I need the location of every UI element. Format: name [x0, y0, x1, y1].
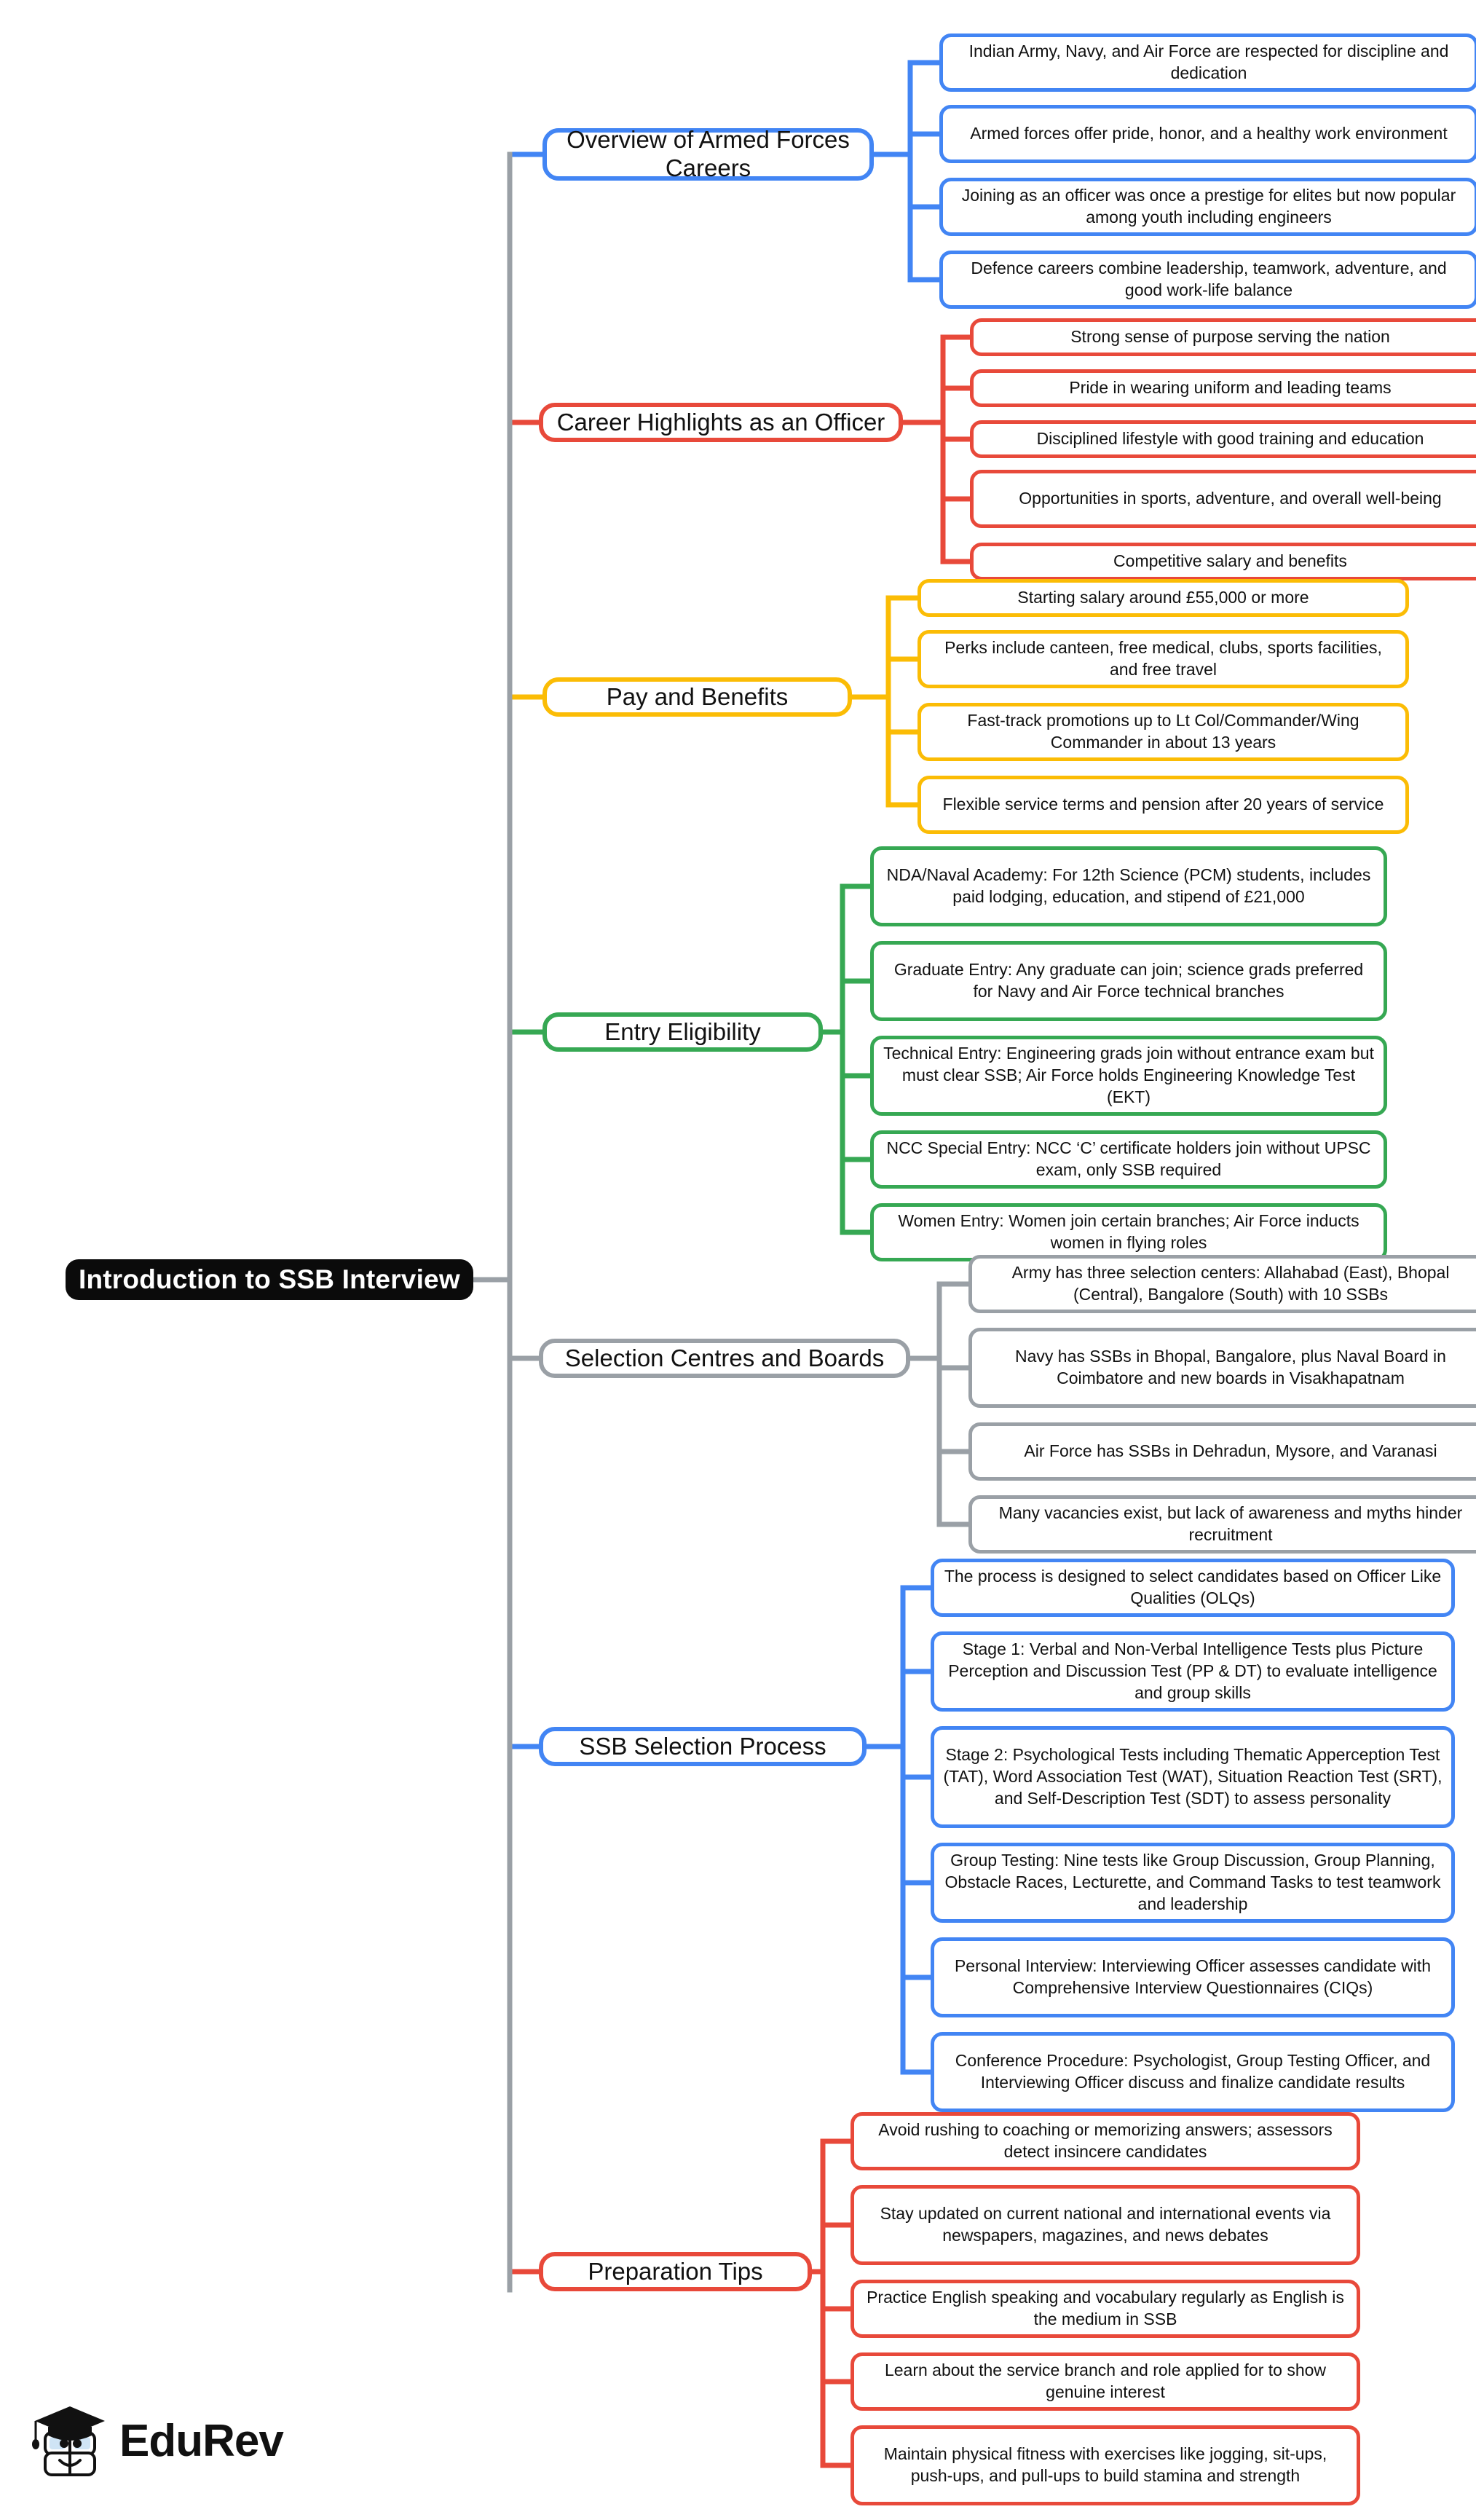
leaf-node[interactable]: Disciplined lifestyle with good training…: [970, 420, 1476, 458]
leaf-node[interactable]: Many vacancies exist, but lack of awaren…: [968, 1495, 1476, 1554]
leaf-node[interactable]: Group Testing: Nine tests like Group Dis…: [931, 1843, 1455, 1923]
leaf-node[interactable]: Armed forces offer pride, honor, and a h…: [939, 105, 1476, 163]
graduation-cap-book-mascot-icon: [32, 2406, 105, 2476]
leaf-node[interactable]: Pride in wearing uniform and leading tea…: [970, 369, 1476, 407]
leaf-node[interactable]: Stay updated on current national and int…: [851, 2185, 1360, 2265]
leaf-node[interactable]: Competitive salary and benefits: [970, 543, 1476, 580]
leaf-node[interactable]: Graduate Entry: Any graduate can join; s…: [870, 941, 1387, 1021]
leaf-node[interactable]: Strong sense of purpose serving the nati…: [970, 318, 1476, 356]
leaf-node[interactable]: Perks include canteen, free medical, clu…: [917, 630, 1409, 688]
leaf-node[interactable]: Avoid rushing to coaching or memorizing …: [851, 2112, 1360, 2170]
leaf-node[interactable]: Joining as an officer was once a prestig…: [939, 178, 1476, 236]
edurev-logo[interactable]: EduRev: [29, 2403, 284, 2479]
leaf-node[interactable]: Indian Army, Navy, and Air Force are res…: [939, 34, 1476, 92]
branch-node-preparation-tips[interactable]: Preparation Tips: [539, 2252, 812, 2291]
leaf-node[interactable]: Air Force has SSBs in Dehradun, Mysore, …: [968, 1422, 1476, 1481]
branch-node-overview-of-armed-forces-careers[interactable]: Overview of Armed Forces Careers: [542, 126, 874, 181]
leaf-node[interactable]: Stage 2: Psychological Tests including T…: [931, 1726, 1455, 1828]
leaf-node[interactable]: Technical Entry: Engineering grads join …: [870, 1036, 1387, 1116]
branch-node-career-highlights-as-an-officer[interactable]: Career Highlights as an Officer: [539, 403, 903, 442]
branch-node-ssb-selection-process[interactable]: SSB Selection Process: [539, 1727, 867, 1766]
leaf-node[interactable]: Personal Interview: Interviewing Officer…: [931, 1937, 1455, 2017]
branch-node-selection-centres-and-boards[interactable]: Selection Centres and Boards: [539, 1339, 910, 1378]
leaf-node[interactable]: Practice English speaking and vocabulary…: [851, 2280, 1360, 2338]
leaf-node[interactable]: Flexible service terms and pension after…: [917, 776, 1409, 834]
leaf-node[interactable]: Army has three selection centers: Allaha…: [968, 1255, 1476, 1313]
leaf-node[interactable]: Starting salary around £55,000 or more: [917, 579, 1409, 617]
leaf-node[interactable]: Navy has SSBs in Bhopal, Bangalore, plus…: [968, 1328, 1476, 1408]
branch-node-pay-and-benefits[interactable]: Pay and Benefits: [542, 677, 852, 717]
branch-node-entry-eligibility[interactable]: Entry Eligibility: [542, 1012, 823, 1052]
leaf-node[interactable]: Learn about the service branch and role …: [851, 2352, 1360, 2411]
leaf-node[interactable]: Maintain physical fitness with exercises…: [851, 2425, 1360, 2505]
leaf-node[interactable]: Defence careers combine leadership, team…: [939, 251, 1476, 309]
leaf-node[interactable]: The process is designed to select candid…: [931, 1559, 1455, 1617]
leaf-node[interactable]: Women Entry: Women join certain branches…: [870, 1203, 1387, 1261]
root-node[interactable]: Introduction to SSB Interview: [66, 1259, 473, 1300]
leaf-node[interactable]: NCC Special Entry: NCC ‘C’ certificate h…: [870, 1130, 1387, 1189]
leaf-node[interactable]: Stage 1: Verbal and Non-Verbal Intellige…: [931, 1631, 1455, 1712]
leaf-node[interactable]: NDA/Naval Academy: For 12th Science (PCM…: [870, 846, 1387, 926]
leaf-node[interactable]: Opportunities in sports, adventure, and …: [970, 470, 1476, 528]
leaf-node[interactable]: Conference Procedure: Psychologist, Grou…: [931, 2032, 1455, 2112]
leaf-node[interactable]: Fast-track promotions up to Lt Col/Comma…: [917, 703, 1409, 761]
edurev-wordmark: EduRev: [119, 2416, 284, 2466]
